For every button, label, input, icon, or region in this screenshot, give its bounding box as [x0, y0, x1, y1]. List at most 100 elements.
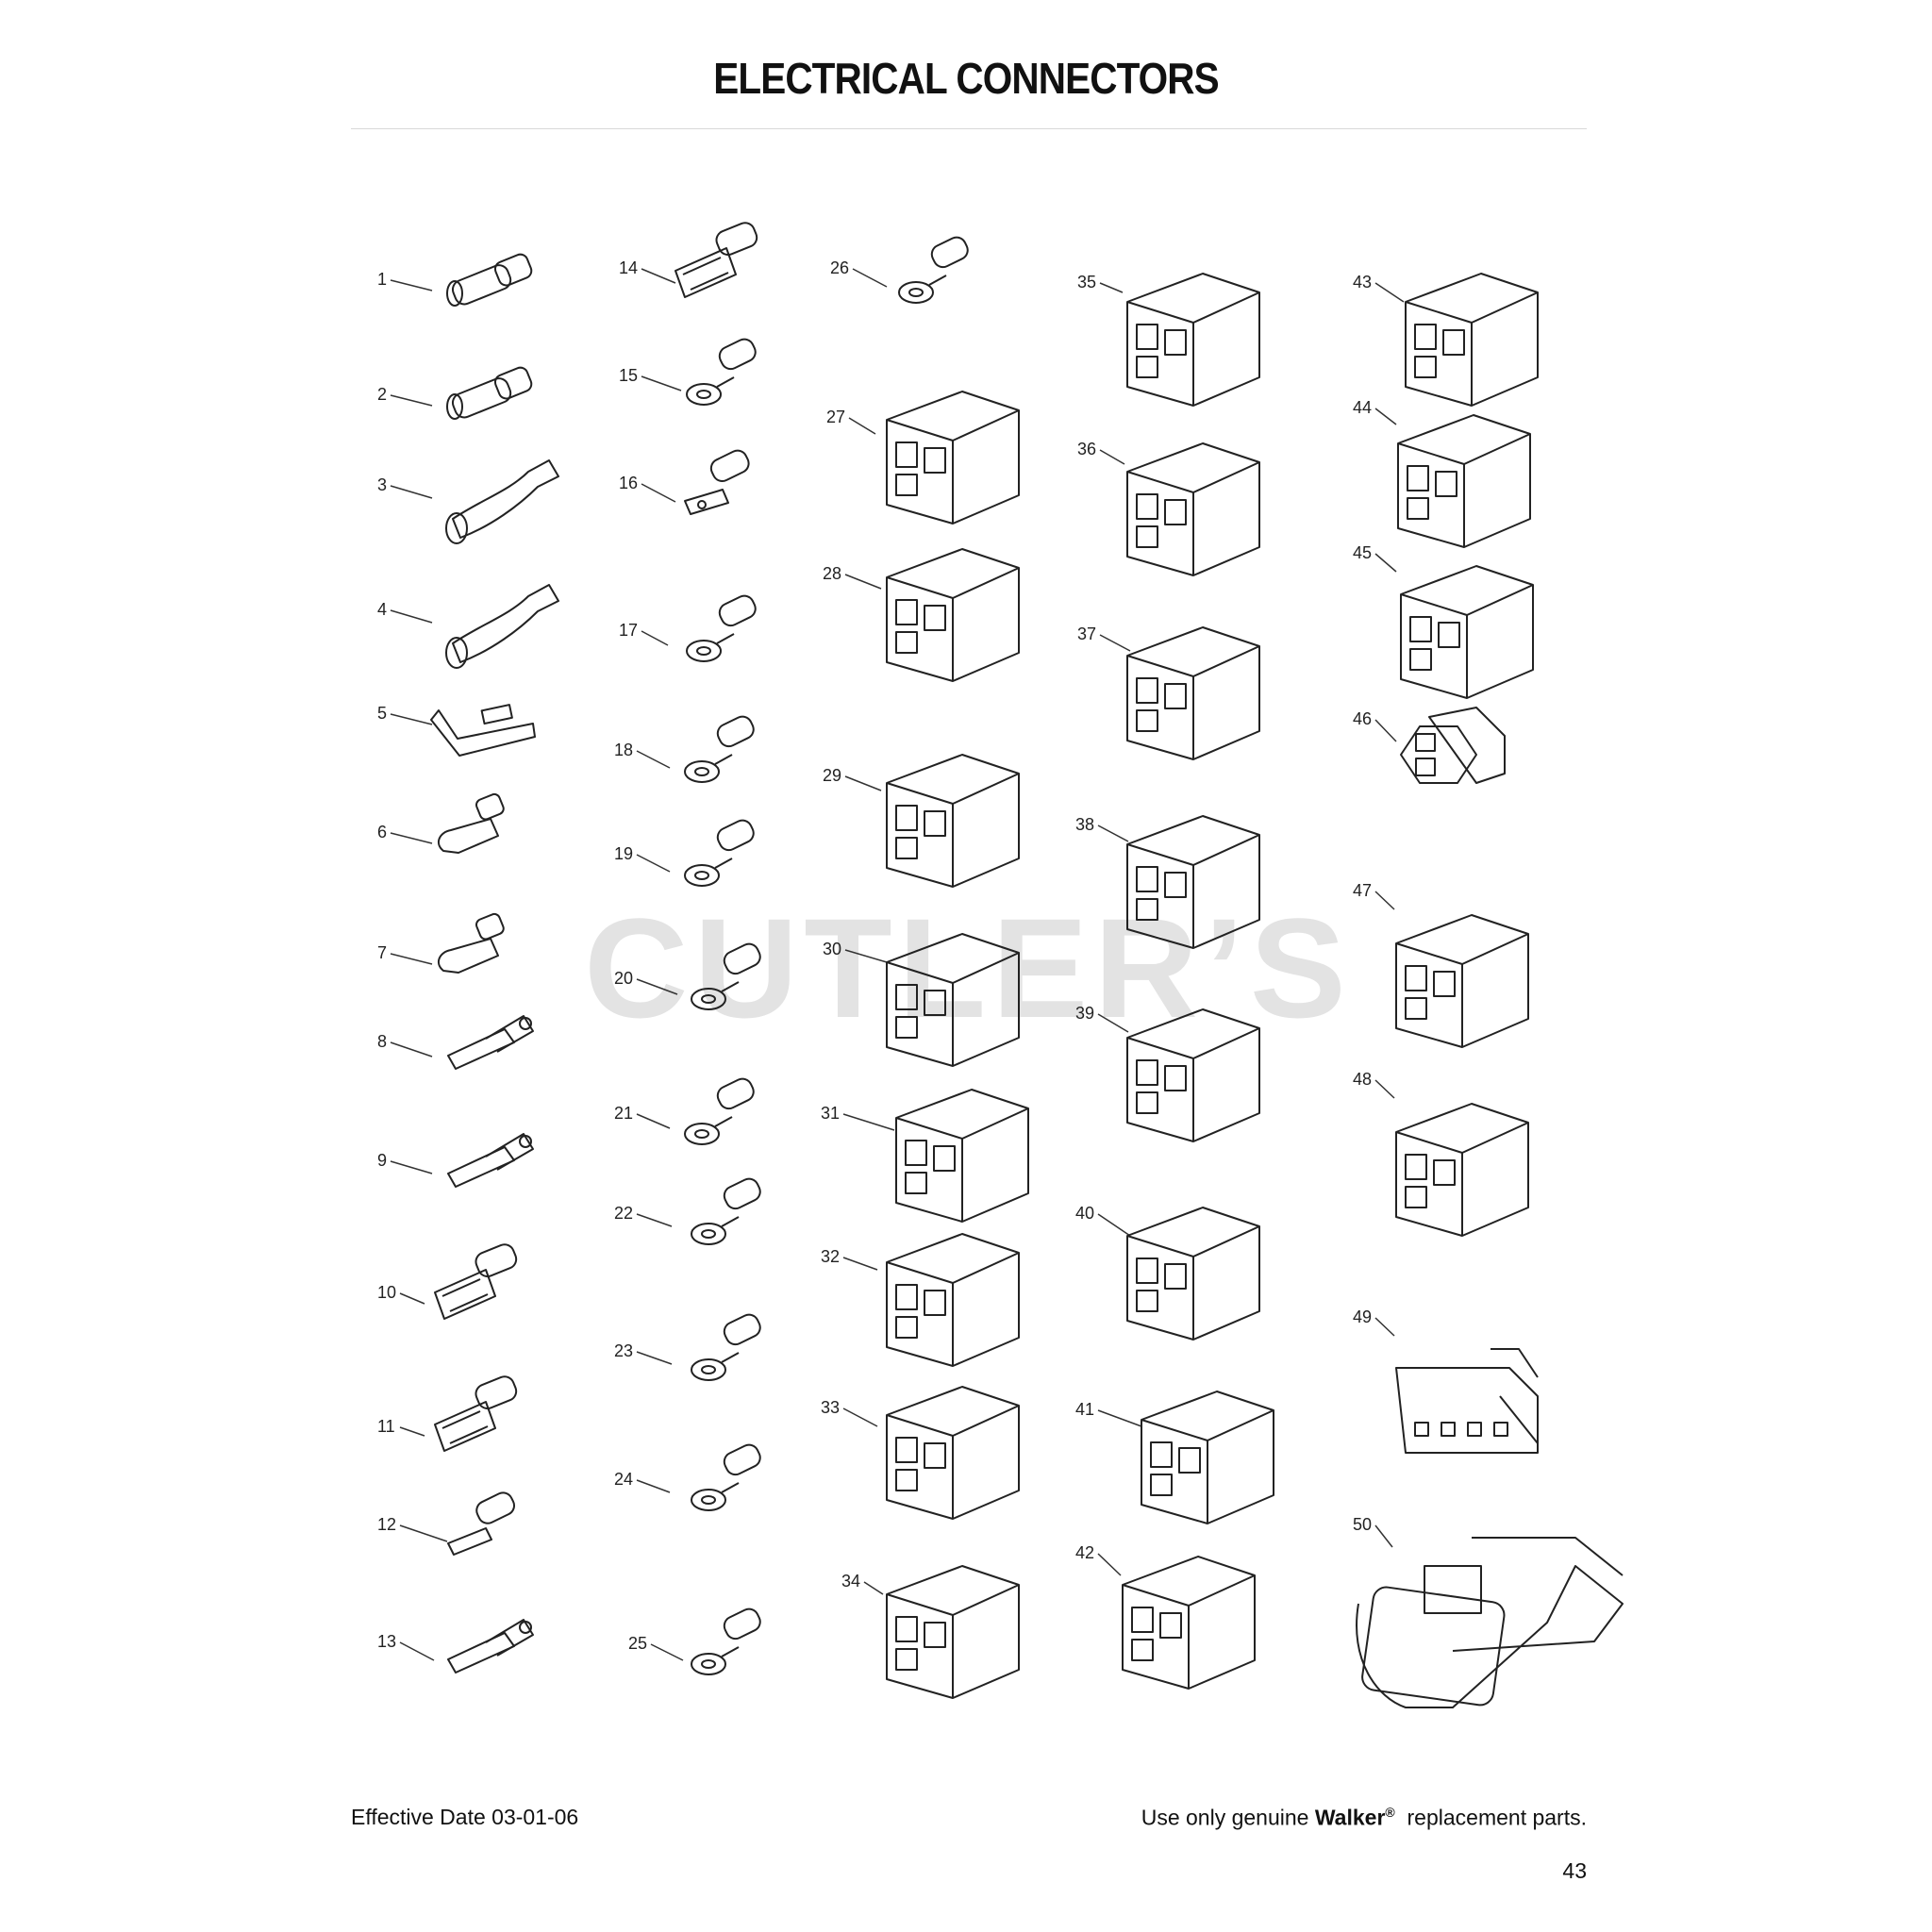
connector-housing-icon: [886, 391, 1020, 525]
leader-line: [641, 483, 676, 503]
part-number-label: 2: [377, 385, 387, 404]
part-8: 8: [377, 1015, 534, 1070]
female-quick-disconnect-icon: [434, 1243, 518, 1320]
part-number-label: 6: [377, 823, 387, 841]
part-21: 21: [614, 1077, 755, 1145]
part-44: 44: [1353, 398, 1531, 548]
page-number: 43: [1562, 1858, 1587, 1883]
part-13: 13: [377, 1619, 534, 1674]
female-quick-disconnect-icon: [675, 222, 758, 298]
part-number-label: 8: [377, 1032, 387, 1051]
part-1: 1: [377, 253, 533, 307]
part-number-label: 35: [1077, 273, 1096, 291]
part-number-label: 47: [1353, 881, 1372, 900]
part-number-label: 17: [619, 621, 638, 640]
part-25: 25: [628, 1607, 761, 1675]
leader-line: [390, 1041, 433, 1058]
part-number-label: 26: [830, 258, 849, 277]
part-17: 17: [619, 594, 757, 662]
part-34: 34: [841, 1565, 1020, 1699]
ring-terminal-icon: [691, 1313, 761, 1381]
part-number-label: 24: [614, 1470, 633, 1489]
part-number-label: 12: [377, 1515, 396, 1534]
part-20: 20: [614, 942, 761, 1010]
leader-line: [1097, 1013, 1129, 1033]
part-number-label: 1: [377, 270, 387, 289]
part-43: 43: [1353, 273, 1539, 407]
connector-housing-icon: [886, 1233, 1020, 1367]
part-number-label: 4: [377, 600, 387, 619]
leader-line: [399, 1641, 435, 1661]
ring-terminal-icon: [691, 1443, 761, 1511]
part-42: 42: [1075, 1543, 1256, 1690]
leader-line: [844, 949, 888, 963]
ring-terminal-icon: [691, 1177, 761, 1245]
part-number-label: 43: [1353, 273, 1372, 291]
part-46: 46: [1353, 707, 1506, 784]
part-11: 11: [377, 1375, 518, 1452]
part-number-label: 33: [821, 1398, 840, 1417]
leader-line: [1099, 634, 1131, 652]
leader-line: [390, 953, 433, 965]
leader-line: [636, 1479, 671, 1493]
leader-line: [1097, 824, 1129, 842]
part-number-label: 10: [377, 1283, 396, 1302]
part-14: 14: [619, 222, 758, 298]
leader-line: [390, 394, 433, 407]
connector-housing-icon: [1126, 1008, 1260, 1142]
part-27: 27: [826, 391, 1020, 525]
connector-housing-icon: [895, 1089, 1029, 1223]
part-number-label: 38: [1075, 815, 1094, 834]
part-32: 32: [821, 1233, 1020, 1367]
part-number-label: 32: [821, 1247, 840, 1266]
brand-name: Walker: [1314, 1805, 1386, 1830]
part-number-label: 16: [619, 474, 638, 492]
heat-shrink-splice-icon: [445, 459, 559, 544]
part-19: 19: [614, 819, 755, 887]
leader-line: [1097, 1409, 1142, 1427]
leader-line: [390, 279, 433, 291]
part-number-label: 11: [377, 1417, 395, 1436]
ring-terminal-icon: [684, 1077, 755, 1145]
part-number-label: 25: [628, 1634, 647, 1653]
leader-line: [641, 630, 669, 646]
connector-housing-icon: [1395, 1103, 1529, 1237]
connector-housing-icon: [1397, 414, 1531, 548]
part-6: 6: [377, 792, 505, 854]
connector-housing-icon: [1400, 565, 1534, 699]
connector-housing-icon: [886, 1386, 1020, 1520]
part-9: 9: [377, 1133, 534, 1188]
connector-housing-icon: [886, 548, 1020, 682]
part-number-label: 13: [377, 1632, 396, 1651]
part-31: 31: [821, 1089, 1029, 1223]
leader-line: [1097, 1213, 1131, 1237]
part-22: 22: [614, 1177, 761, 1245]
page-title: ELECTRICAL CONNECTORS: [713, 54, 1219, 103]
bullet-terminal-icon: [437, 792, 505, 854]
part-37: 37: [1077, 625, 1260, 760]
leader-line: [636, 854, 671, 873]
weatherpack-connector-icon: [1395, 1348, 1539, 1454]
leader-line: [852, 268, 888, 288]
part-38: 38: [1075, 815, 1260, 949]
spade-terminal-icon: [684, 449, 750, 515]
part-number-label: 27: [826, 408, 845, 426]
part-24: 24: [614, 1443, 761, 1511]
part-number-label: 14: [619, 258, 638, 277]
connector-housing-icon: [1395, 914, 1529, 1048]
ring-terminal-icon: [691, 942, 761, 1010]
ring-terminal-icon: [691, 1607, 761, 1675]
watermark: CUTLER’S: [584, 889, 1352, 1047]
part-number-label: 20: [614, 969, 633, 988]
connector-housing-icon: [886, 933, 1020, 1067]
connector-housing-icon: [1126, 442, 1260, 576]
part-number-label: 42: [1075, 1543, 1094, 1562]
part-number-label: 18: [614, 741, 633, 759]
part-number-label: 29: [823, 766, 841, 785]
part-number-label: 44: [1353, 398, 1372, 417]
sealed-connector-icon: [1356, 1537, 1624, 1708]
effective-date: Effective Date 03-01-06: [351, 1805, 579, 1829]
part-3: 3: [377, 459, 559, 544]
leader-line: [1374, 1524, 1393, 1548]
